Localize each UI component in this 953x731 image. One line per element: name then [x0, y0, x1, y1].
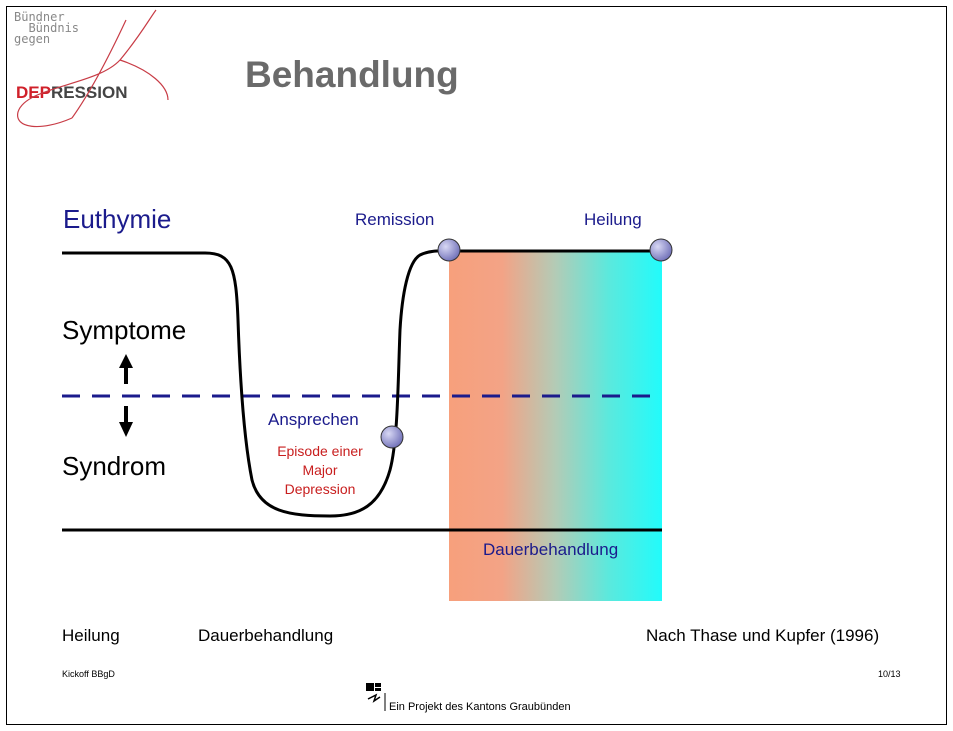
canton-logo-icon [366, 683, 386, 711]
logo-line-2: Bündnis [14, 21, 80, 35]
maintenance-treatment-band [449, 251, 662, 601]
logo-swoosh-2 [119, 59, 169, 101]
heilung-marker [649, 238, 673, 262]
label-remission: Remission [355, 210, 435, 229]
label-heilung: Heilung [584, 210, 642, 229]
arrow-down-icon [119, 406, 133, 437]
footer-heilung: Heilung [62, 626, 120, 645]
logo-line-1: Bündner [14, 10, 65, 24]
label-episode: Episode einer Major Depression [277, 443, 363, 497]
footer-source: Nach Thase und Kupfer (1996) [646, 626, 880, 645]
footer-project: Ein Projekt des Kantons Graubünden [389, 701, 571, 713]
arrow-up-icon [119, 354, 133, 384]
footer-dauerbehandlung: Dauerbehandlung [198, 626, 334, 645]
logo-word-red: DEP [16, 83, 51, 102]
level-syndrom: Syndrom [62, 451, 167, 481]
episode-curve [62, 249, 450, 518]
ansprechen-marker [380, 425, 404, 449]
label-dauerbehandlung: Dauerbehandlung [483, 540, 619, 559]
label-ansprechen: Ansprechen [268, 410, 359, 429]
level-euthymie: Euthymie [63, 204, 172, 234]
remission-marker [437, 238, 461, 262]
logo-swoosh [17, 9, 157, 128]
logo-text: Bündner Bündnis gegen [14, 10, 80, 46]
page-title: Behandlung [245, 54, 459, 95]
level-symptome: Symptome [62, 315, 187, 345]
logo-depression-word: DEPRESSION [16, 83, 128, 103]
footer-kickoff: Kickoff BBgD [62, 669, 115, 679]
logo-line-3: gegen [14, 32, 51, 46]
page-number: 10/13 [878, 669, 901, 679]
logo-word-dark: RESSION [50, 83, 128, 102]
slide-frame [6, 6, 947, 725]
